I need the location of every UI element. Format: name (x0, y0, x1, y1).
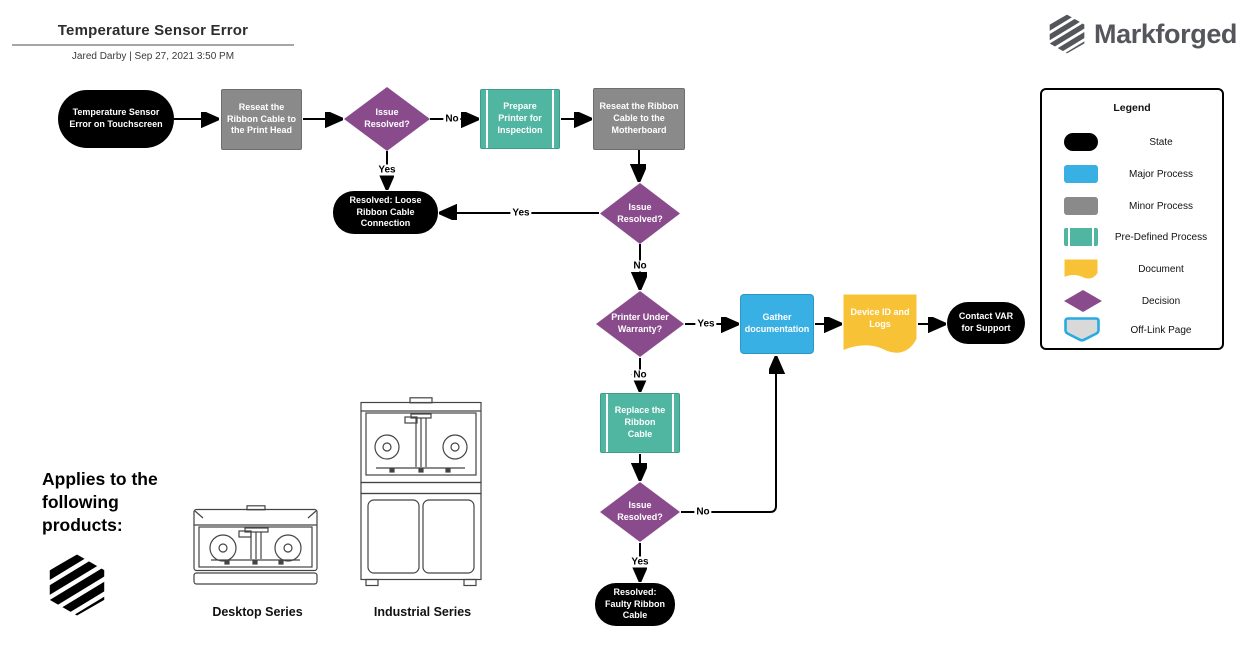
node-label: Prepare Printer for Inspection (497, 101, 543, 135)
predef-bar (672, 394, 674, 452)
markforged-wordmark: Markforged (1094, 18, 1238, 49)
decision-swatch (1064, 290, 1102, 312)
legend-item-minor-process: Minor Process (1064, 195, 1216, 217)
node-resolved-loose[interactable]: Resolved: Loose Ribbon Cable Connection (333, 191, 438, 234)
industrial-series-illustration (360, 397, 482, 587)
edge-label-yes: Yes (695, 318, 717, 330)
node-label: Issue Resolved? (617, 500, 663, 522)
edge-label-yes: Yes (376, 164, 398, 176)
node-gather-documentation[interactable]: Gather documentation (740, 294, 814, 354)
legend-label: State (1149, 136, 1173, 148)
node-label: Reseat the Ribbon Cable to the Motherboa… (599, 101, 679, 135)
legend-label: Decision (1141, 295, 1181, 307)
predef-bar (552, 90, 554, 148)
node-reseat-motherboard[interactable]: Reseat the Ribbon Cable to the Motherboa… (593, 88, 685, 150)
node-label: Contact VAR for Support (958, 311, 1014, 333)
node-label: Resolved: Faulty Ribbon Cable (605, 586, 665, 621)
legend-item-major-process: Major Process (1064, 163, 1216, 185)
legend-item-document: Document (1064, 258, 1216, 280)
node-prepare-printer[interactable]: Prepare Printer for Inspection (480, 89, 560, 149)
legend-label: Major Process (1129, 168, 1193, 180)
title-block: Temperature Sensor Error Jared Darby | S… (12, 22, 294, 62)
document-shape (843, 294, 917, 353)
node-replace-ribbon-cable[interactable]: Replace the Ribbon Cable (600, 393, 680, 453)
node-label: Temperature Sensor Error on Touchscreen (69, 107, 163, 129)
node-label: Reseat the Ribbon Cable to the Print Hea… (227, 101, 296, 136)
edge-label-yes: Yes (510, 207, 532, 219)
legend-label: Document (1138, 263, 1184, 275)
node-device-id-logs[interactable]: Device ID and Logs (843, 294, 917, 356)
node-label: Resolved: Loose Ribbon Cable Connection (349, 194, 422, 229)
legend-label: Minor Process (1129, 200, 1193, 212)
predef-bar (606, 394, 608, 452)
title-divider (12, 44, 294, 46)
legend-item-pre-defined-process: Pre-Defined Process (1064, 226, 1216, 248)
legend-label: Pre-Defined Process (1114, 231, 1208, 243)
product-label-industrial-series: Industrial Series (373, 605, 472, 619)
node-label: Device ID and Logs (850, 307, 910, 329)
state-swatch (1064, 133, 1098, 151)
markforged-logo: Markforged (1046, 13, 1237, 55)
applies-to-text: Applies to the following products: (42, 469, 158, 535)
node-resolved-faulty[interactable]: Resolved: Faulty Ribbon Cable (595, 583, 675, 626)
author-byline: Jared Darby | Sep 27, 2021 3:50 PM (71, 51, 235, 62)
major-process-swatch (1064, 165, 1098, 183)
legend-title: Legend (1113, 102, 1151, 114)
edge-label-no: No (631, 260, 649, 272)
node-label: Issue Resolved? (617, 201, 663, 224)
node-label: Gather documentation (744, 312, 810, 334)
markforged-hex-icon (1049, 14, 1085, 54)
markforged-hex-icon-black (49, 554, 105, 616)
pre-defined-process-swatch (1064, 228, 1098, 246)
node-reseat-print-head[interactable]: Reseat the Ribbon Cable to the Print Hea… (221, 89, 302, 150)
desktop-series-illustration (193, 505, 318, 585)
legend-panel: Legend State Major Process Minor Process… (1040, 88, 1224, 350)
edge-label-no: No (631, 369, 649, 381)
legend-item-decision: Decision (1064, 290, 1216, 312)
node-start[interactable]: Temperature Sensor Error on Touchscreen (58, 90, 174, 148)
predef-bar (486, 90, 488, 148)
page-title: Temperature Sensor Error (57, 22, 249, 39)
node-label: Replace the Ribbon Cable (614, 405, 666, 439)
node-contact-var[interactable]: Contact VAR for Support (947, 302, 1025, 344)
edge-label-yes: Yes (629, 556, 651, 568)
document-swatch (1064, 259, 1098, 279)
product-label-desktop-series: Desktop Series (212, 605, 303, 619)
node-label: Issue Resolved? (364, 107, 410, 129)
edge-label-no: No (443, 113, 461, 125)
legend-item-state: State (1064, 131, 1216, 153)
minor-process-swatch (1064, 197, 1098, 215)
node-label: Printer Under Warranty? (611, 312, 669, 334)
edge-label-no: No (694, 506, 712, 518)
legend-item-off-link-page: Off-Link Page (1064, 317, 1216, 342)
off-link-page-swatch (1064, 317, 1100, 342)
legend-label: Off-Link Page (1130, 324, 1192, 336)
